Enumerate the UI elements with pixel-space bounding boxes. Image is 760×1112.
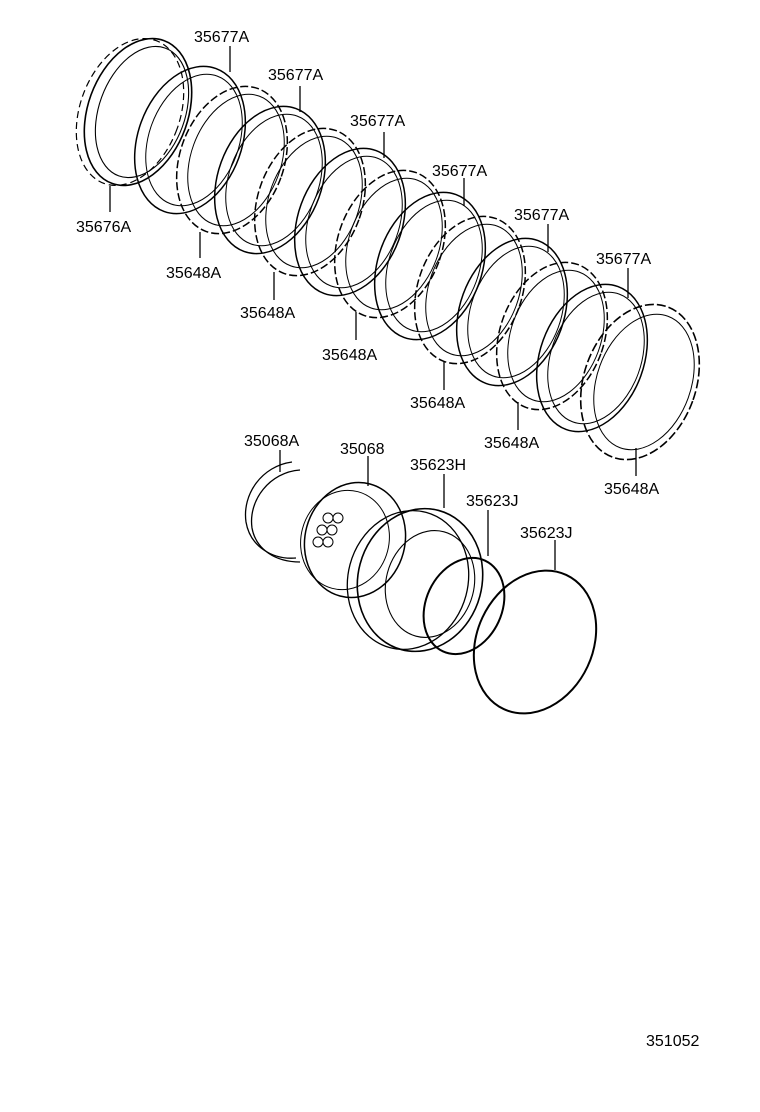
label-35677a-1: 35677A [194, 29, 249, 46]
label-35677a-3: 35677A [350, 113, 405, 130]
o-ring-large-35623j [472, 569, 598, 715]
label-35068a: 35068A [244, 433, 299, 450]
spring-retainer-35068 [300, 481, 407, 599]
label-35068: 35068 [340, 441, 385, 458]
label-35623j-2: 35623J [520, 525, 573, 542]
backing-plate-35676a [75, 37, 193, 187]
label-35648a-2: 35648A [240, 305, 295, 322]
label-35648a-1: 35648A [166, 265, 221, 282]
label-35648a-4: 35648A [410, 395, 465, 412]
label-35623j-1: 35623J [466, 493, 519, 510]
label-35648a-5: 35648A [484, 435, 539, 452]
label-35623h: 35623H [410, 457, 466, 474]
leader-lines [109, 46, 637, 570]
label-35648a-6: 35648A [604, 481, 659, 498]
o-ring-small-35623j [422, 556, 506, 656]
label-35677a-6: 35677A [596, 251, 651, 268]
snap-ring-35068a [250, 469, 301, 563]
return-springs [312, 512, 344, 548]
label-35677a-5: 35677A [514, 207, 569, 224]
part-labels: 35677A 35677A 35677A 35677A 35677A 35677… [76, 29, 699, 1050]
plate-stack [133, 65, 701, 461]
label-35648a-3: 35648A [322, 347, 377, 364]
clutch-pack [75, 37, 701, 461]
label-35676a: 35676A [76, 219, 131, 236]
label-35677a-4: 35677A [432, 163, 487, 180]
piston-35623h [346, 507, 484, 653]
piston-assembly [244, 461, 598, 715]
figure-number: 351052 [646, 1033, 699, 1050]
label-35677a-2: 35677A [268, 67, 323, 84]
